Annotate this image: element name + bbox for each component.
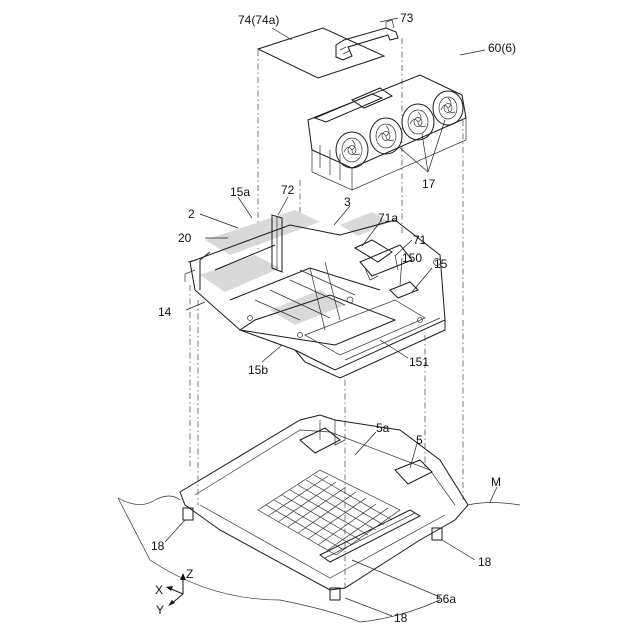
label-18-right: 18 [478,555,492,569]
label-150: 150 [402,251,422,265]
base-housing-5 [180,415,468,600]
label-71a: 71a [378,211,398,225]
label-M: M [491,475,501,489]
label-72: 72 [281,183,295,197]
label-2: 2 [188,207,195,221]
label-18-bottom: 18 [394,611,408,625]
label-15a: 15a [230,185,250,199]
fan-unit [370,118,402,154]
axis-y-label: Y [156,603,164,617]
fan-module-60 [308,75,466,190]
label-151: 151 [409,355,429,369]
label-17: 17 [422,177,436,191]
axis-z-label: Z [186,567,193,581]
grid-cells [266,475,392,550]
label-60: 60(6) [488,41,516,55]
axis-x-label: X [155,583,163,597]
label-74: 74(74a) [238,13,279,27]
label-71: 71 [413,233,427,247]
fan-unit [433,91,463,125]
label-73: 73 [400,11,414,25]
reference-labels: 74(74a) 73 60(6) 17 15a 72 2 3 71a 20 71… [151,11,516,625]
label-14: 14 [158,305,172,319]
label-3: 3 [344,195,351,209]
fan-unit [402,104,434,140]
bracket-73 [336,20,398,60]
label-15: 15 [434,257,448,271]
label-20: 20 [178,231,192,245]
sheet-74 [258,28,384,78]
label-5: 5 [416,433,423,447]
label-5a: 5a [376,421,390,435]
label-56a: 56a [436,592,456,606]
label-18-left: 18 [151,539,165,553]
fan-unit [336,132,368,168]
label-15b: 15b [248,363,268,377]
frame-assembly-2 [185,210,445,378]
